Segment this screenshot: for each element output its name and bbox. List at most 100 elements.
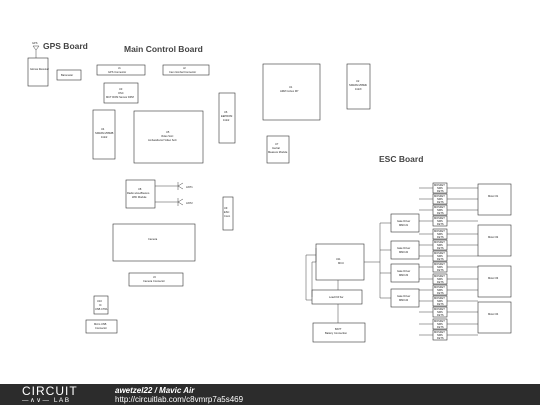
fet-line1: NMS	[437, 310, 443, 314]
motor-block: Motor #2	[477, 224, 512, 257]
wifi-ant-1-label: ANT1	[186, 185, 193, 189]
mcu-block: U11 MCU	[315, 243, 365, 281]
main-soc-label: ARM Cortex M7	[280, 89, 299, 93]
osc-block: U3 OSC MCT ROM Sensor DPM	[103, 82, 139, 104]
fet-line1: NMS	[437, 197, 443, 201]
footer-title: awetzel22 / Mavic Air	[115, 386, 194, 395]
fet-line1: NMS	[437, 219, 443, 223]
eeprom-sub: 1Gb2	[223, 118, 230, 122]
fet-line1: NMS	[437, 208, 443, 212]
battery-ref: BATT	[335, 327, 342, 331]
title-separator: /	[152, 386, 160, 395]
fet-head: MOSFET	[434, 216, 445, 220]
motor-block: Motor #4	[477, 301, 512, 334]
motor-label: Motor #4	[488, 312, 499, 316]
motor-driver-3-label: Gate Driver	[397, 269, 410, 273]
motor-driver-1-sub: MMOJ1	[399, 223, 409, 227]
esc-link-ref: U9	[224, 206, 228, 210]
motor-driver-2-label: Gate Driver	[397, 246, 410, 250]
schematic-diagram: GPS Board Main Control Board ESC Board G…	[27, 41, 512, 343]
wifi-antenna-2: ANT2	[155, 198, 193, 206]
fet-column: MOSFETNMSFETSMOSFETNMSFETSMOSFETNMSFETSM…	[419, 182, 478, 341]
motor-driver-3-sub: MMOJ3	[399, 273, 409, 277]
fet-head: MOSFET	[434, 183, 445, 187]
fet-line2: FETS	[437, 268, 444, 272]
wifi-module-label: Radio w/w+Bluetoo	[127, 191, 150, 195]
video-soc-sub: Ambarella H2 Video SoC	[148, 138, 177, 142]
fet-line2: FETS	[437, 336, 444, 340]
mcu-label: MCU	[338, 261, 344, 265]
gimbal-connector-ref: J2	[183, 66, 186, 70]
fet-head: MOSFET	[434, 330, 445, 334]
fet-head: MOSFET	[434, 194, 445, 198]
fet-line1: NMS	[437, 265, 443, 269]
imu-sub: Measure Module	[268, 150, 288, 154]
memory-chip-sub: 1GbX	[355, 87, 362, 91]
author-name[interactable]: awetzel22	[115, 386, 153, 395]
gps-board-title: GPS Board	[43, 41, 88, 51]
fet-head: MOSFET	[434, 319, 445, 323]
fet-line1: NMS	[437, 232, 443, 236]
esc-link-block: U9 ESC Conn	[222, 196, 234, 231]
gps-receiver-block: Glonss Receiver	[27, 57, 49, 87]
gimbal-connector-label: Cam Gimbal Connector	[169, 70, 196, 74]
fet-line1: NMS	[437, 254, 443, 258]
micro-usb-label: Micro USB	[94, 322, 107, 326]
imu-block: U7 Inertial Measure Module	[266, 135, 290, 164]
fet-line2: FETS	[437, 313, 444, 317]
fet-line2: FETS	[437, 325, 444, 329]
fet-line2: FETS	[437, 222, 444, 226]
fet-line2: FETS	[437, 189, 444, 193]
logo-circuit-text: CIRCUIT	[22, 384, 78, 398]
fet-line2: FETS	[437, 211, 444, 215]
footer-url[interactable]: http://circuitlab.com/c8vmrp7a5s469	[115, 395, 244, 404]
usb-chip-block: U10 IC USB CTRL	[93, 295, 108, 315]
circuitlab-logo[interactable]: CIRCUIT —∧∨— LAB	[22, 384, 78, 404]
motor-driver-3: Gate Driver MMOJ3	[390, 263, 420, 283]
fet-line1: NMS	[437, 288, 443, 292]
fet-head: MOSFET	[434, 262, 445, 266]
wifi-module-block: U8 Radio w/w+Bluetoo WiFi Module	[125, 179, 156, 209]
load-kill-switch-block: Load Kill Sw	[311, 289, 363, 305]
fet-head: MOSFET	[434, 274, 445, 278]
gps-antenna: GPS	[32, 41, 40, 58]
driver-bus	[364, 222, 391, 299]
camera-connector-block: J3 Camera Connector	[128, 272, 184, 287]
fet-line1: NMS	[437, 277, 443, 281]
esc-link-label: ESC	[224, 210, 229, 214]
osc-label: OSC	[118, 91, 124, 95]
camera-block: Camera	[112, 223, 196, 262]
video-soc-ref: U5	[166, 130, 170, 134]
mcu-ref: U11	[336, 257, 341, 261]
main-board-title: Main Control Board	[124, 44, 203, 54]
camera-connector-ref: J3	[153, 275, 156, 279]
battery-connection-block: BATT Battery Connection	[312, 322, 366, 343]
fet-head: MOSFET	[434, 296, 445, 300]
main-soc-block: U1 ARM Cortex M7	[262, 63, 321, 121]
motor-driver-2-sub: MMOJ2	[399, 250, 409, 254]
footer-bar: CIRCUIT —∧∨— LAB awetzel22 / Mavic Air h…	[0, 384, 540, 405]
osc-ref: U3	[119, 87, 123, 91]
usb-chip-sub: USB CTRL	[95, 307, 108, 311]
osc-sub: MCT ROM Sensor DPM	[106, 95, 134, 99]
motor-driver-1: Gate Driver MMOJ1	[390, 213, 420, 233]
gps-receiver-label: Glonss Receiver	[30, 67, 49, 71]
wifi-ant-2-label: ANT2	[186, 201, 193, 205]
camera-connector-label: Camera Connector	[143, 279, 165, 283]
fet-line1: NMS	[437, 333, 443, 337]
fet-line2: FETS	[437, 235, 444, 239]
fet-head: MOSFET	[434, 307, 445, 311]
fet-line1: NMS	[437, 186, 443, 190]
motor-driver-2: Gate Driver MMOJ2	[390, 240, 420, 260]
motor-label: Motor #2	[488, 235, 499, 239]
logo-lab-text: —∧∨— LAB	[22, 397, 71, 404]
